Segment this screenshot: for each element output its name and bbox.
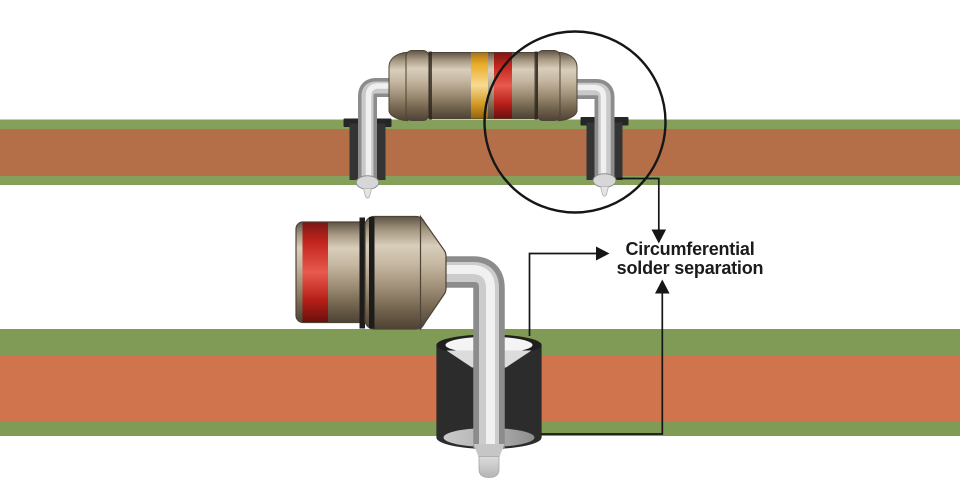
callout-label: Circumferential solder separation (605, 240, 775, 277)
closeup-resistor-body (295, 214, 447, 331)
resistor-cap-right (536, 50, 561, 121)
closeup-cap-ring-2 (369, 217, 375, 329)
callout-label-line2: solder separation (616, 257, 764, 278)
leader-from-circle (616, 177, 660, 231)
closeup-lead-highlight (442, 265, 495, 448)
callout-circle (483, 30, 667, 214)
closeup-band-red (302, 222, 328, 322)
resistor-band-red (494, 52, 512, 119)
leader-from-gap (528, 252, 597, 336)
arrowhead-right (596, 246, 610, 261)
arrowhead-down (651, 229, 667, 244)
resistor-band-yellow (471, 52, 488, 119)
lead-right-end-cup (592, 173, 617, 188)
resistor-lead-left (355, 78, 391, 199)
resistor-cap-ring-right (534, 51, 538, 120)
resistor-cap-ring-left (428, 51, 432, 120)
closeup-lead-tip-cone (473, 444, 505, 458)
lead-left-highlight (365, 83, 391, 181)
lead-left-end-cup (355, 175, 380, 190)
callout-label-line1: Circumferential (625, 239, 755, 259)
closeup-cap-ring-1 (359, 217, 365, 329)
resistor-cap-left (405, 50, 430, 121)
closeup-lead (442, 256, 505, 478)
resistor-body (388, 50, 578, 122)
lead-right-highlight (575, 84, 607, 179)
lead-left-solder-tip (362, 188, 373, 199)
closeup-lead-solder-tip (478, 456, 500, 478)
callout-lines (528, 177, 670, 435)
resistor-nose-left (388, 51, 409, 122)
pcb-top-substrate (0, 129, 960, 176)
closeup-nose-cone (419, 214, 447, 331)
pcb-top-band (0, 119, 960, 185)
leader-from-barrel (541, 292, 664, 435)
arrowhead-up (655, 279, 670, 294)
resistor-lead-right (575, 79, 617, 197)
resistor-nose-right (557, 51, 578, 122)
lead-right-solder-tip (599, 186, 610, 197)
